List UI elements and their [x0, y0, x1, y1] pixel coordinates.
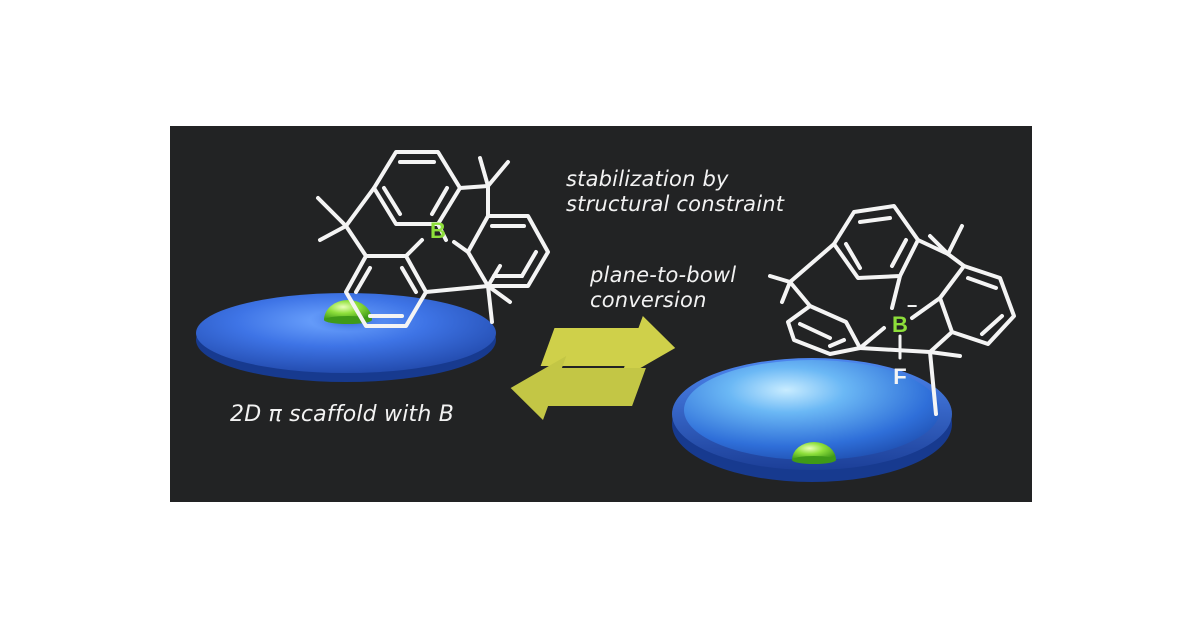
- caption-structural-constraint: stabilization by structural constraint: [566, 167, 784, 217]
- boron-label-left: B: [430, 218, 446, 243]
- caption-2d-scaffold: 2D π scaffold with B: [230, 402, 454, 427]
- boron-label-right: B: [892, 312, 908, 337]
- fluorine-label: F: [893, 364, 906, 389]
- caption-constraint-line2: structural constraint: [566, 192, 785, 216]
- bowl-borate-structure: [768, 204, 1016, 416]
- caption-constraint-line1: stabilization by: [566, 167, 729, 191]
- caption-conversion-line1: plane-to-bowl: [590, 263, 737, 287]
- graphic-panel: B: [170, 126, 1032, 502]
- planar-borane-structure: [316, 150, 550, 328]
- bowl-scaffold: [672, 358, 952, 482]
- boron-dome-right: [792, 442, 836, 464]
- caption-plane-to-bowl: plane-to-bowl conversion: [590, 263, 736, 313]
- negative-charge-label: −: [907, 296, 918, 316]
- flat-scaffold-disc: [196, 293, 496, 382]
- equilibrium-arrows: [510, 316, 676, 420]
- scene-illustration: B: [196, 150, 1016, 482]
- caption-conversion-line2: conversion: [590, 288, 707, 312]
